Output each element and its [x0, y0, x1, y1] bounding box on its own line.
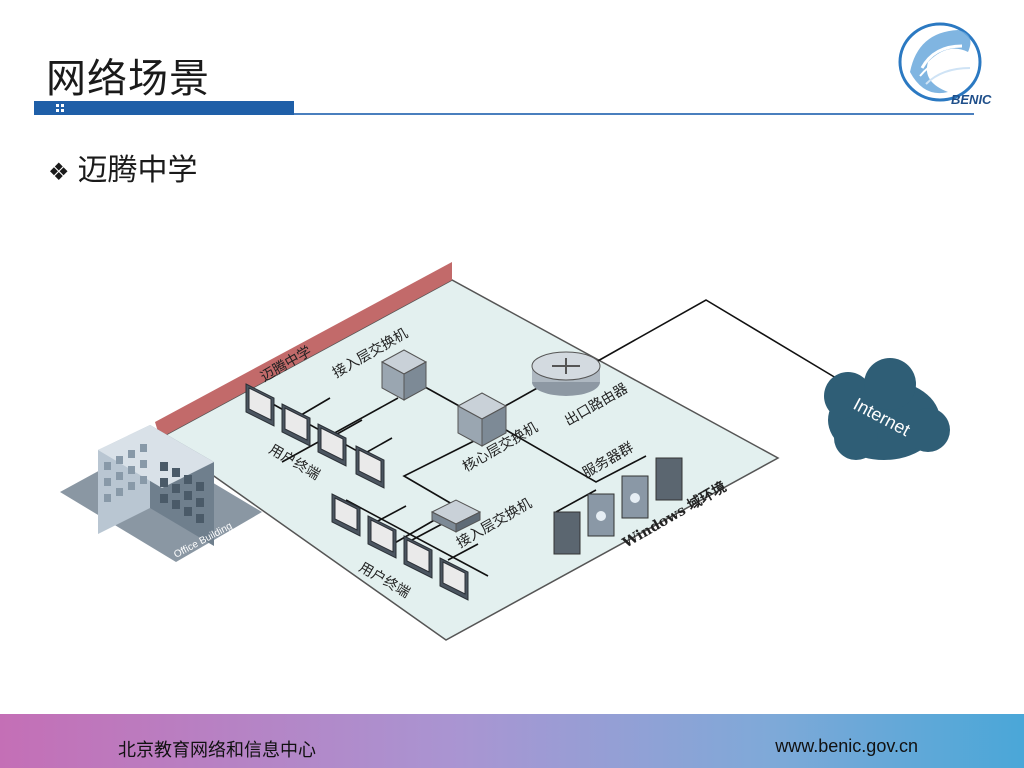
office-building [98, 425, 214, 546]
user-terminals-bottom [331, 493, 469, 601]
red-wall [155, 262, 452, 438]
logo-text: BENIC [951, 92, 992, 107]
footer-url[interactable]: www.benic.gov.cn [775, 736, 918, 756]
access-switch-bottom [430, 499, 482, 533]
diamond-bullet-icon: ❖ [48, 158, 70, 186]
user-terminals-top [245, 383, 385, 489]
router [531, 351, 601, 396]
server-group [553, 457, 683, 555]
title-bar-ornament-icon [56, 104, 64, 112]
footer-bar: 北京教育网络和信息中心 www.benic.gov.cn [0, 714, 1024, 768]
bullet-text: 迈腾中学 [77, 153, 198, 188]
footer-org: 北京教育网络和信息中心 [118, 740, 316, 761]
bullet-item: ❖迈腾中学 [48, 145, 198, 189]
benic-logo: BENIC [898, 22, 992, 107]
internet-cloud [824, 358, 950, 460]
core-switch [456, 392, 508, 447]
title-underline-bar [34, 101, 294, 115]
slide-title: 网络场景 [46, 56, 210, 102]
title-underline-line [294, 113, 974, 115]
access-switch-top [380, 349, 428, 401]
